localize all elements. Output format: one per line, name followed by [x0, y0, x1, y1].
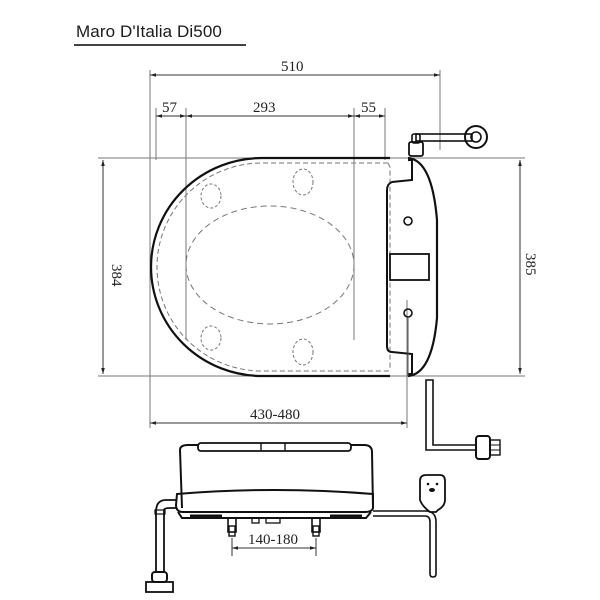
inlet-valve-inner: [470, 131, 482, 143]
lid-handle-strip: [197, 442, 352, 452]
bumper: [200, 325, 222, 351]
dim-57: 57: [162, 100, 178, 116]
hose-connector: [151, 571, 168, 583]
dimension-lines: [101, 73, 522, 556]
dim-510: 510: [281, 59, 304, 75]
extension-lines: [98, 70, 525, 428]
dim-384: 384: [108, 264, 124, 287]
seat-body: [178, 444, 374, 509]
inlet-fitting: [408, 141, 424, 157]
control-panel-window: [389, 253, 430, 281]
top-view-seat: [149, 125, 501, 460]
dim-385: 385: [522, 253, 538, 276]
dim-55: 55: [361, 100, 376, 116]
seat-body-lower: [174, 489, 374, 513]
wall-adapter: [419, 474, 446, 513]
inlet-valve-outer: [464, 125, 488, 149]
fixing-bolt: [227, 517, 237, 533]
power-plug: [475, 435, 491, 460]
dim-293: 293: [253, 100, 276, 116]
seat-outline: [149, 156, 390, 378]
title-underline: [74, 44, 246, 46]
inlet-arm: [415, 133, 473, 142]
mount-hole: [403, 216, 413, 226]
dim-430-480: 430-480: [250, 407, 300, 423]
fixing-bolt: [311, 517, 321, 533]
control-unit-inner: [386, 159, 413, 375]
bowl-opening: [185, 205, 355, 325]
side-view-seat: [145, 442, 446, 593]
water-hose: [155, 499, 176, 572]
seat-hidden-outline: [156, 162, 391, 372]
power-cord: [425, 379, 477, 451]
bumper: [200, 183, 222, 209]
mount-hole: [403, 308, 413, 318]
dim-140-180: 140-180: [248, 532, 298, 548]
bumper: [292, 338, 314, 366]
drawing-title: Maro D'Italia Di500: [76, 22, 222, 41]
bumper: [292, 168, 314, 196]
power-cable: [373, 510, 437, 578]
hose-nut: [145, 581, 174, 593]
control-unit-housing: [407, 156, 439, 378]
